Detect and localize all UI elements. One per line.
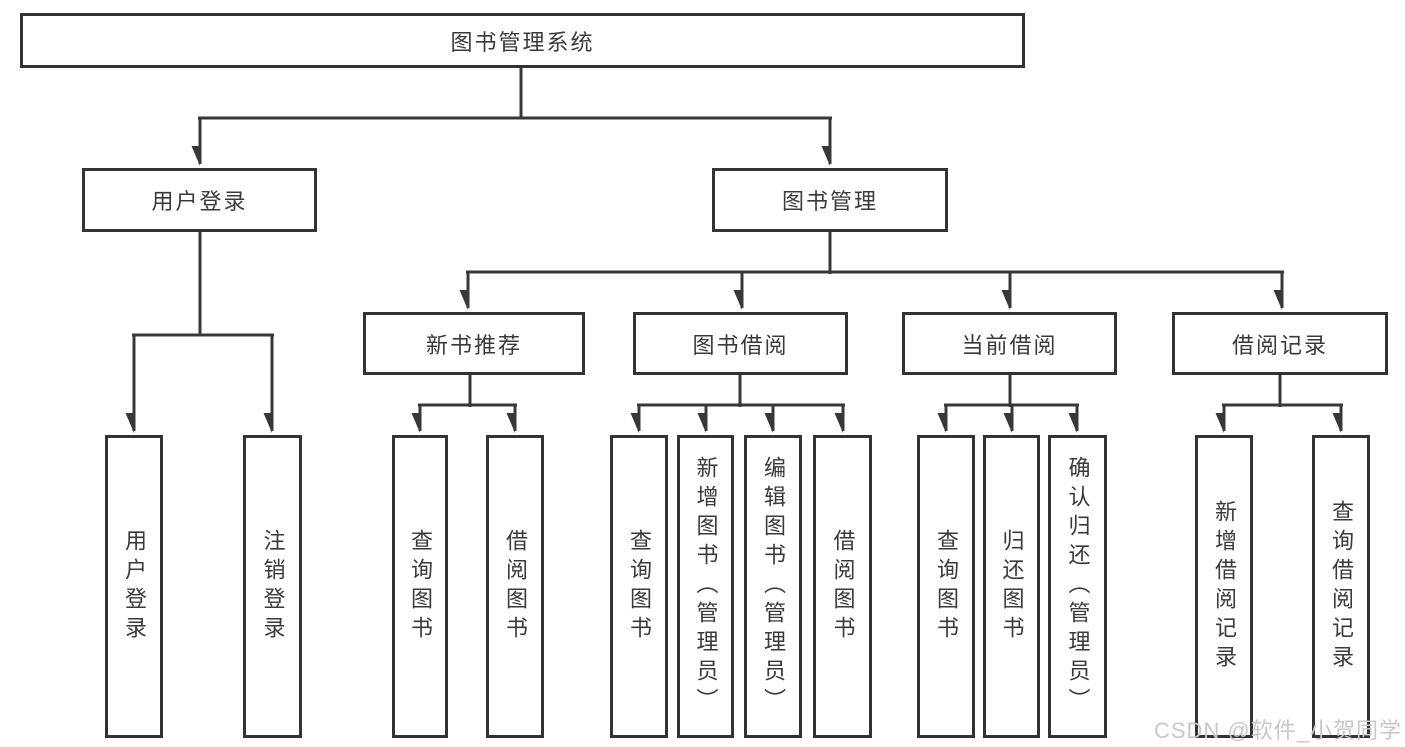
node-leaf-add-borrow-record: 新增借阅记录 [1195, 435, 1253, 738]
node-leaf-query-borrow-record-label: 查询借阅记录 [1329, 499, 1354, 674]
node-new-book-recommendation-label: 新书推荐 [425, 332, 522, 358]
node-new-book-recommendation: 新书推荐 [363, 312, 585, 375]
node-leaf-query-books-1-label: 查询图书 [408, 528, 433, 645]
node-leaf-borrow-books-2: 借阅图书 [813, 435, 872, 738]
node-book-management-label: 图书管理 [781, 189, 878, 214]
connector-new-book-recommendation-children [418, 375, 517, 431]
node-book-borrowing-label: 图书借阅 [692, 332, 789, 358]
node-leaf-return-books: 归还图书 [983, 435, 1040, 738]
node-borrowing-records: 借阅记录 [1172, 312, 1388, 375]
node-book-management: 图书管理 [712, 168, 948, 232]
node-leaf-query-borrow-record: 查询借阅记录 [1312, 435, 1370, 738]
connector-book-borrowing-children [637, 375, 845, 431]
node-leaf-borrow-books-1-label: 借阅图书 [503, 528, 528, 645]
node-leaf-logout: 注销登录 [243, 435, 302, 738]
node-leaf-return-books-label: 归还图书 [999, 528, 1025, 645]
node-user-login-label: 用户登录 [151, 189, 248, 214]
connector-root-to-level2 [198, 68, 832, 164]
node-leaf-user-login: 用户登录 [105, 435, 163, 738]
node-leaf-confirm-return-admin: 确认归还（管理员） [1048, 435, 1107, 738]
node-current-borrowing-label: 当前借阅 [961, 332, 1058, 358]
node-leaf-query-books-1: 查询图书 [392, 435, 448, 738]
node-current-borrowing: 当前借阅 [902, 312, 1117, 375]
node-leaf-add-book-admin-label: 新增图书（管理员） [693, 456, 719, 717]
node-leaf-query-books-3-label: 查询图书 [934, 528, 959, 645]
node-leaf-add-book-admin: 新增图书（管理员） [677, 435, 734, 738]
node-user-login: 用户登录 [82, 168, 317, 232]
node-root-library-system: 图书管理系统 [20, 13, 1025, 68]
node-leaf-confirm-return-admin-label: 确认归还（管理员） [1065, 456, 1091, 717]
connector-borrowing-records-children [1222, 375, 1343, 431]
node-borrowing-records-label: 借阅记录 [1231, 332, 1328, 358]
node-leaf-user-login-label: 用户登录 [122, 528, 147, 645]
node-leaf-borrow-books-2-label: 借阅图书 [830, 528, 856, 645]
node-leaf-borrow-books-1: 借阅图书 [486, 435, 544, 738]
connector-user-login-children [132, 232, 274, 431]
node-leaf-query-books-3: 查询图书 [917, 435, 975, 738]
node-leaf-query-books-2-label: 查询图书 [627, 528, 652, 645]
node-leaf-edit-book-admin: 编辑图书（管理员） [744, 435, 802, 738]
node-leaf-edit-book-admin-label: 编辑图书（管理员） [761, 456, 786, 717]
connector-book-management-children [466, 232, 1284, 308]
node-leaf-logout-label: 注销登录 [260, 528, 286, 645]
node-leaf-add-borrow-record-label: 新增借阅记录 [1212, 499, 1237, 674]
node-book-borrowing: 图书借阅 [633, 312, 848, 375]
csdn-watermark: CSDN @软件_小贺同学 [1153, 718, 1402, 743]
node-root-label: 图书管理系统 [450, 29, 595, 55]
connector-current-borrowing-children [944, 375, 1079, 431]
node-leaf-query-books-2: 查询图书 [610, 435, 668, 738]
